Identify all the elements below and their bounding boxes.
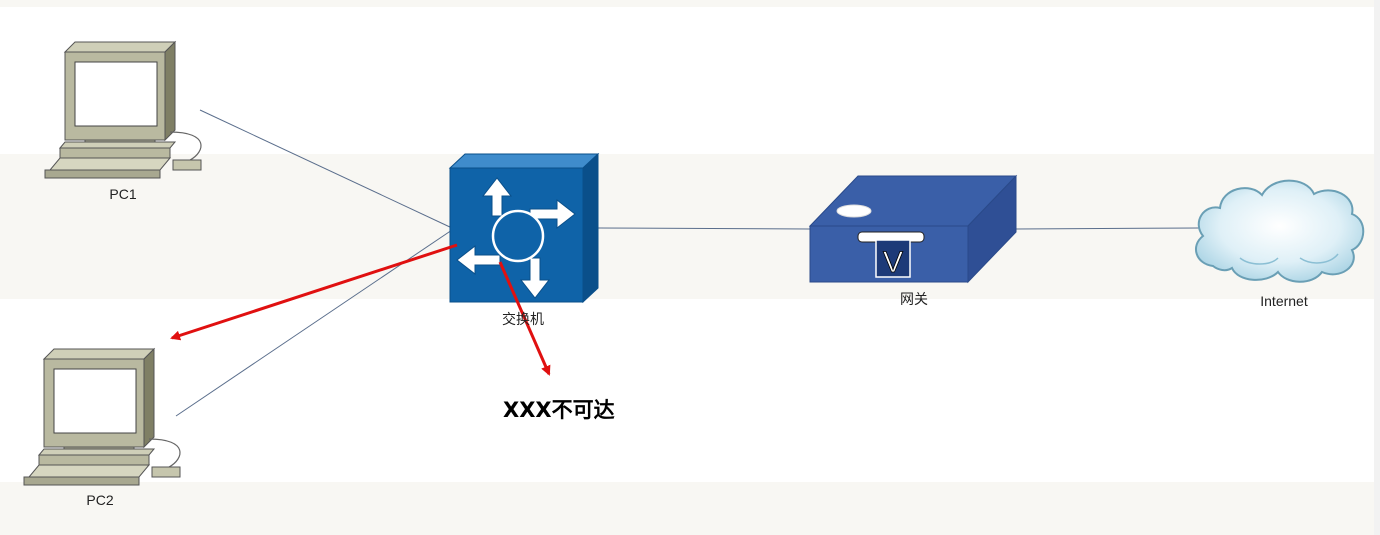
svg-text:V: V [883,246,903,279]
pc1-label: PC1 [109,186,137,202]
background-band-top [0,0,1374,7]
background-band-bottom [0,482,1374,535]
link-gateway-internet [1015,227,1201,230]
pc1-computer-icon[interactable] [44,40,202,179]
unreachable-annotation: XXX不可达 [503,398,615,422]
pc2-computer-icon[interactable] [23,347,181,486]
internet-label: Internet [1260,293,1308,309]
error-arrow-to-unreachable [498,261,551,376]
gateway-label: 网关 [900,291,928,307]
link-switch-gateway [597,227,811,230]
error-arrow-to-pc2 [170,243,458,341]
switch-icon[interactable] [448,152,600,304]
gateway-icon[interactable]: V [808,174,1018,284]
background-band-middle [0,154,1374,299]
link-pc1-switch [199,109,453,229]
cloud-icon[interactable] [1194,179,1365,283]
switch-label: 交换机 [502,311,544,327]
canvas-edge [1374,0,1380,535]
pc2-label: PC2 [86,492,114,508]
